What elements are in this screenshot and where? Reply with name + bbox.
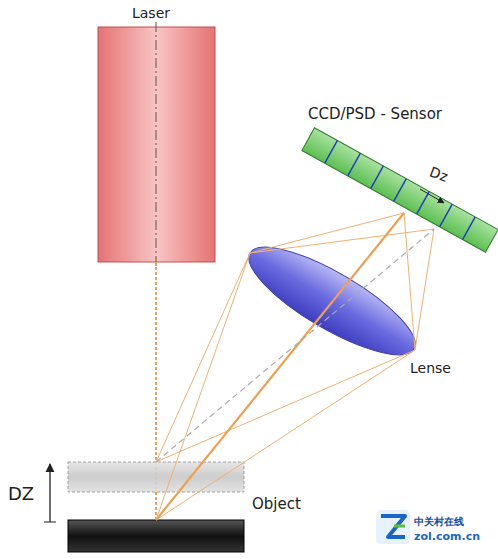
sensor-cell-divider <box>348 153 361 176</box>
watermark-url: zol.com.cn <box>414 531 480 543</box>
sensor-cell-divider <box>463 217 476 240</box>
sensor-cell-divider <box>325 140 338 163</box>
sensor-cell-divider <box>371 166 384 189</box>
object-label: Object <box>252 496 301 513</box>
offset-label: Dz <box>427 164 449 185</box>
sensor-cell-divider <box>417 191 430 214</box>
watermark-text: 中关村在线 <box>414 516 464 527</box>
lens-label: Lense <box>410 361 451 376</box>
sensor-cell-divider <box>394 179 407 202</box>
dz-label: DZ <box>8 484 34 504</box>
sensor-cell-divider <box>440 204 453 227</box>
laser-label: Laser <box>132 6 170 21</box>
sensor-label: CCD/PSD - Sensor <box>308 106 442 123</box>
